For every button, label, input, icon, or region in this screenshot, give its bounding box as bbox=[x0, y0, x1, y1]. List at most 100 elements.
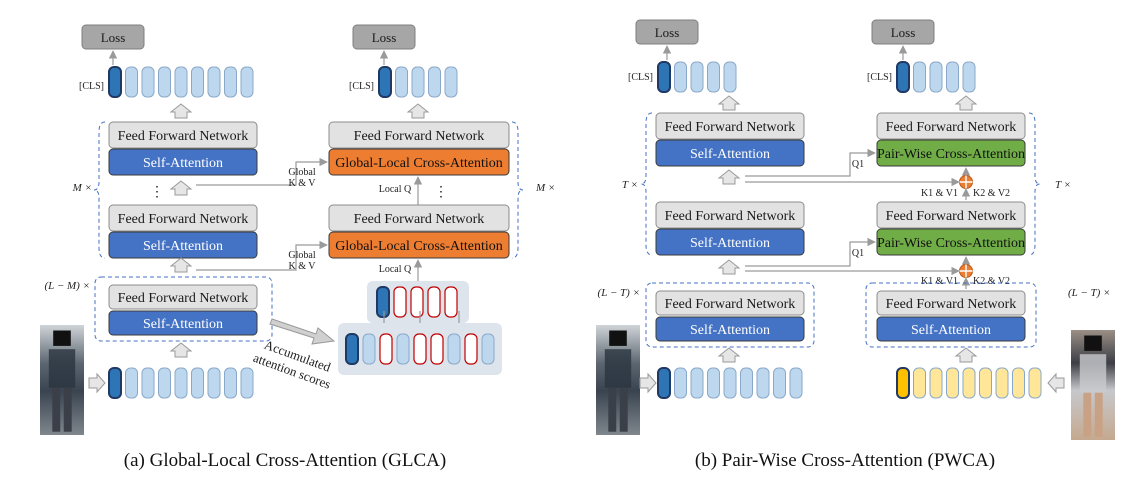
glca-left-up-3 bbox=[169, 257, 193, 273]
glca-accumulated-arrow bbox=[269, 318, 336, 345]
glca-right-ca-2-label: Global-Local Cross-Attention bbox=[335, 239, 503, 254]
glca-score-token-2 bbox=[379, 333, 393, 365]
glca-loss-right-label: Loss bbox=[372, 30, 397, 45]
pwca-right-ffn-2-box bbox=[876, 201, 1026, 229]
glca-left-top-token-0 bbox=[108, 66, 122, 98]
pwca-left-dashed-group bbox=[645, 282, 815, 348]
glca-left-up-2 bbox=[169, 180, 193, 196]
pwca-left-top-token-2 bbox=[690, 61, 704, 93]
glca-left-dashed-group bbox=[94, 276, 273, 342]
pwca-right-bottom-token-5 bbox=[979, 367, 992, 399]
pwca-brace-right bbox=[1028, 112, 1041, 256]
pwca-left-up-4 bbox=[717, 347, 741, 363]
pwca-right-top-token-4 bbox=[962, 61, 976, 93]
pwca-q1-2: Q1 bbox=[852, 248, 864, 259]
pwca-left-bottom-token-3 bbox=[707, 367, 720, 399]
glca-left-sa-1-label: Self-Attention bbox=[143, 156, 223, 171]
pwca-repeat-lt-left: (L − T) × bbox=[598, 287, 640, 299]
pwca-q1-line-1 bbox=[745, 148, 876, 177]
plus-circle-icon-1-cross bbox=[959, 175, 973, 189]
person-image-2-leg-r bbox=[1094, 392, 1103, 437]
person-image-1-leg-l bbox=[52, 387, 61, 432]
pwca-right-up-4 bbox=[954, 347, 978, 363]
person-image-2-face bbox=[1084, 335, 1102, 351]
glca-right-dots: ⋮ bbox=[434, 185, 448, 200]
pwca-repeat-lt-right: (L − T) × bbox=[1068, 287, 1110, 299]
pwca-right-bottom-token-4 bbox=[962, 367, 976, 399]
glca-right-ffn-2-label: Feed Forward Network bbox=[354, 212, 485, 227]
glca-cls-left-label: [CLS] bbox=[79, 81, 104, 92]
pwca-right-up-1 bbox=[954, 95, 978, 111]
pwca-left-ffn-3-box bbox=[655, 290, 805, 316]
pwca-right-bottom-token-3 bbox=[946, 367, 959, 399]
glca-score-token-8 bbox=[481, 333, 495, 365]
pwca-left-up-2 bbox=[717, 169, 741, 185]
pwca-right-sa-3-label: Self-Attention bbox=[911, 323, 991, 338]
glca-left-bottom-token-1 bbox=[125, 367, 138, 399]
glca-global-kv-line-1 bbox=[196, 157, 328, 186]
pwca-repeat-t-right: T × bbox=[1055, 179, 1071, 191]
pwca-right-top-token-3 bbox=[946, 61, 959, 93]
glca-left-up-1 bbox=[169, 103, 193, 119]
pwca-left-bottom-token-7 bbox=[773, 367, 786, 399]
pwca-right-ca-1-label: Pair-Wise Cross-Attention bbox=[877, 147, 1025, 162]
glca-right-top-token-2 bbox=[411, 66, 425, 98]
glca-left-bottom-token-8 bbox=[240, 367, 254, 399]
glca-left-sa-3-label: Self-Attention bbox=[143, 317, 223, 332]
pwca-input-arrow-left bbox=[639, 372, 657, 394]
glca-right-ca-1-label: Global-Local Cross-Attention bbox=[335, 156, 503, 171]
pwca-input-arrow-right bbox=[1047, 372, 1065, 394]
pwca-left-ffn-1-box bbox=[655, 112, 805, 140]
pwca-left-top-token-1 bbox=[674, 61, 687, 93]
glca-loss-right-box bbox=[352, 24, 416, 50]
glca-right-top-token-1 bbox=[395, 66, 408, 98]
person-image-1b bbox=[596, 325, 640, 435]
glca-global-1a: Global bbox=[288, 167, 315, 178]
pwca-left-bottom-token-5 bbox=[740, 367, 753, 399]
pwca-right-dashed-group bbox=[865, 282, 1037, 348]
glca-global-kv-line-2 bbox=[196, 240, 328, 271]
glca-score-token-3 bbox=[396, 333, 410, 365]
person-image-1-leg-r bbox=[63, 387, 72, 432]
person-image-1b-torso bbox=[604, 349, 632, 388]
pwca-left-top-token-0 bbox=[657, 61, 671, 93]
glca-left-top-token-2 bbox=[141, 66, 155, 98]
pwca-left-ffn-2-box bbox=[655, 201, 805, 229]
glca-left-top-token-5 bbox=[191, 66, 204, 98]
pwca-left-sa-3-label: Self-Attention bbox=[690, 323, 770, 338]
glca-left-bottom-token-4 bbox=[174, 367, 188, 399]
glca-left-sa-3-box bbox=[108, 310, 258, 336]
pwca-brace-left bbox=[640, 112, 653, 256]
glca-left-ffn-3-label: Feed Forward Network bbox=[118, 291, 249, 306]
glca-right-ffn-1-label: Feed Forward Network bbox=[354, 129, 485, 144]
pwca-loss-right-box bbox=[871, 19, 935, 45]
pwca-left-sa-2-label: Self-Attention bbox=[690, 236, 770, 251]
glca-local-token-2 bbox=[427, 286, 441, 318]
pwca-left-sa-3-box bbox=[655, 316, 805, 342]
pwca-loss-right-label: Loss bbox=[891, 25, 916, 40]
glca-left-sa-2-box bbox=[108, 231, 258, 259]
glca-left-bottom-token-2 bbox=[141, 367, 155, 399]
glca-left-bottom-token-5 bbox=[191, 367, 204, 399]
glca-local-q-1: Local Q bbox=[379, 184, 412, 195]
glca-left-up-4 bbox=[169, 342, 193, 358]
pwca-cls-left-label: [CLS] bbox=[628, 72, 653, 83]
pwca-q1-1: Q1 bbox=[852, 159, 864, 170]
person-image-1b-face bbox=[609, 330, 627, 346]
glca-score-token-0 bbox=[345, 333, 359, 365]
pwca-right-ffn-2-label: Feed Forward Network bbox=[886, 209, 1017, 224]
glca-score-token-1 bbox=[362, 333, 376, 365]
person-image-1 bbox=[40, 325, 84, 435]
glca-repeat-m-left: M × bbox=[72, 182, 92, 194]
pwca-left-up-1 bbox=[717, 95, 741, 111]
glca-left-bottom-token-7 bbox=[224, 367, 237, 399]
pwca-right-top-token-0 bbox=[896, 61, 910, 93]
person-image-2-torso bbox=[1079, 354, 1107, 393]
glca-score-token-5 bbox=[430, 333, 444, 365]
pwca-left-bottom-token-2 bbox=[690, 367, 704, 399]
person-image-2 bbox=[1071, 330, 1115, 440]
pwca-right-ca-2-box bbox=[876, 228, 1026, 256]
pwca-left-ffn-1-label: Feed Forward Network bbox=[665, 120, 796, 135]
glca-left-top-token-4 bbox=[174, 66, 188, 98]
glca-left-top-token-8 bbox=[240, 66, 254, 98]
